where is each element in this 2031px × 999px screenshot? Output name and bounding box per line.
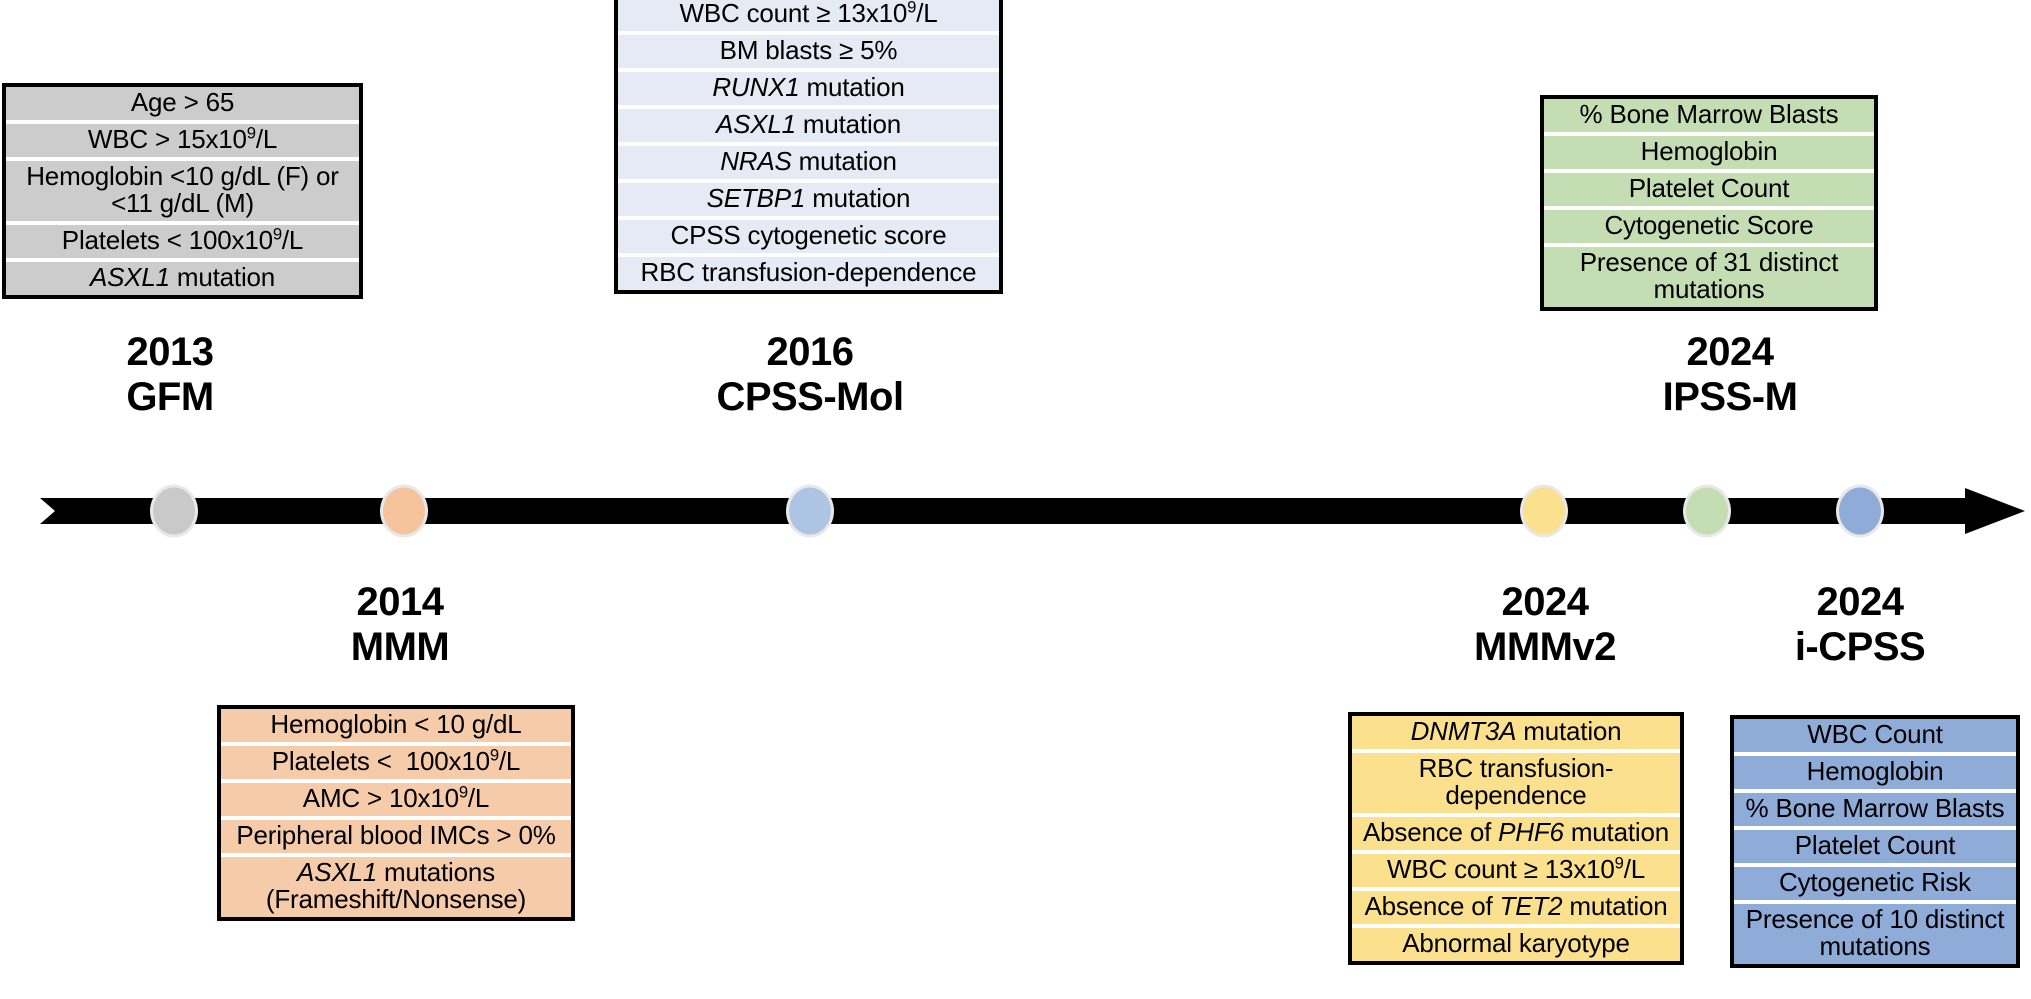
era-name: MMM	[350, 624, 450, 669]
era-year: 2014	[356, 580, 444, 624]
era-label-ipss-m: 2024 IPSS-M	[1610, 330, 1850, 420]
criteria-box-mmmv2: DNMT3A mutation RBC transfusion-dependen…	[1348, 712, 1684, 966]
criteria-item: Cytogenetic Risk	[1734, 867, 2016, 905]
criteria-item: Platelets < 100x109/L	[221, 746, 571, 784]
timeline-axis	[0, 480, 2031, 542]
criteria-item: RBC transfusion-dependence	[618, 257, 999, 291]
timeline-marker-mmm[interactable]	[380, 484, 428, 538]
timeline-marker-mmmv2[interactable]	[1520, 484, 1568, 538]
criteria-item: Cytogenetic Score	[1544, 210, 1874, 248]
timeline-marker-cpss-mol[interactable]	[786, 484, 834, 538]
criteria-item: SETBP1 mutation	[618, 183, 999, 221]
criteria-item: BM blasts ≥ 5%	[618, 35, 999, 73]
era-name: MMMv2	[1474, 624, 1616, 669]
criteria-item: % Bone Marrow Blasts	[1734, 793, 2016, 831]
era-label-cpss-mol: 2016 CPSS-Mol	[690, 330, 930, 420]
timeline-arrow-icon	[40, 488, 2025, 534]
criteria-item: Platelet Count	[1544, 173, 1874, 211]
era-year: 2024	[1501, 580, 1589, 624]
era-name: IPSS-M	[1662, 374, 1798, 419]
era-label-gfm: 2013 GFM	[55, 330, 285, 420]
criteria-item: WBC > 15x109/L	[6, 124, 359, 162]
era-year: 2016	[766, 330, 854, 374]
criteria-item: Hemoglobin < 10 g/dL	[221, 709, 571, 747]
criteria-item: ASXL1 mutations(Frameshift/Nonsense)	[221, 857, 571, 918]
era-year: 2024	[1816, 580, 1904, 624]
criteria-box-mmm: Hemoglobin < 10 g/dL Platelets < 100x109…	[217, 705, 575, 922]
criteria-item: Abnormal karyotype	[1352, 928, 1680, 962]
criteria-item: RBC transfusion-dependence	[1352, 753, 1680, 818]
timeline-marker-ipss-m[interactable]	[1683, 484, 1731, 538]
criteria-item: Hemoglobin	[1544, 136, 1874, 174]
timeline-marker-i-cpss[interactable]	[1836, 484, 1884, 538]
criteria-item: Platelets < 100x109/L	[6, 225, 359, 263]
criteria-item: Hemoglobin <10 g/dL (F) or<11 g/dL (M)	[6, 161, 359, 226]
criteria-item: CPSS cytogenetic score	[618, 220, 999, 258]
era-label-mmm: 2014 MMM	[285, 580, 515, 670]
criteria-item: DNMT3A mutation	[1352, 716, 1680, 754]
era-year: 2024	[1686, 330, 1774, 374]
criteria-box-ipss-m: % Bone Marrow Blasts Hemoglobin Platelet…	[1540, 95, 1878, 312]
criteria-item: WBC Count	[1734, 719, 2016, 757]
era-name: CPSS-Mol	[716, 374, 904, 419]
criteria-item: WBC count ≥ 13x109/L	[1352, 854, 1680, 892]
criteria-item: Age > 65	[6, 87, 359, 125]
era-year: 2013	[126, 330, 214, 374]
criteria-item: NRAS mutation	[618, 146, 999, 184]
era-name: i-CPSS	[1794, 624, 1926, 669]
criteria-item: WBC count ≥ 13x109/L	[618, 0, 999, 36]
era-label-i-cpss: 2024 i-CPSS	[1740, 580, 1980, 670]
timeline-marker-gfm[interactable]	[150, 484, 198, 538]
criteria-item: ASXL1 mutation	[618, 109, 999, 147]
criteria-item: % Bone Marrow Blasts	[1544, 99, 1874, 137]
criteria-item: Absence of TET2 mutation	[1352, 891, 1680, 929]
criteria-item: Peripheral blood IMCs > 0%	[221, 820, 571, 858]
criteria-item: Absence of PHF6 mutation	[1352, 817, 1680, 855]
criteria-box-cpss-mol: WBC count ≥ 13x109/L BM blasts ≥ 5% RUNX…	[614, 0, 1003, 295]
criteria-item: Hemoglobin	[1734, 756, 2016, 794]
criteria-box-i-cpss: WBC Count Hemoglobin % Bone Marrow Blast…	[1730, 715, 2020, 969]
criteria-box-gfm: Age > 65 WBC > 15x109/L Hemoglobin <10 g…	[2, 83, 363, 300]
criteria-item: ASXL1 mutation	[6, 262, 359, 296]
era-name: GFM	[126, 374, 214, 419]
criteria-item: RUNX1 mutation	[618, 72, 999, 110]
era-label-mmmv2: 2024 MMMv2	[1425, 580, 1665, 670]
criteria-item: AMC > 10x109/L	[221, 783, 571, 821]
criteria-item: Platelet Count	[1734, 830, 2016, 868]
